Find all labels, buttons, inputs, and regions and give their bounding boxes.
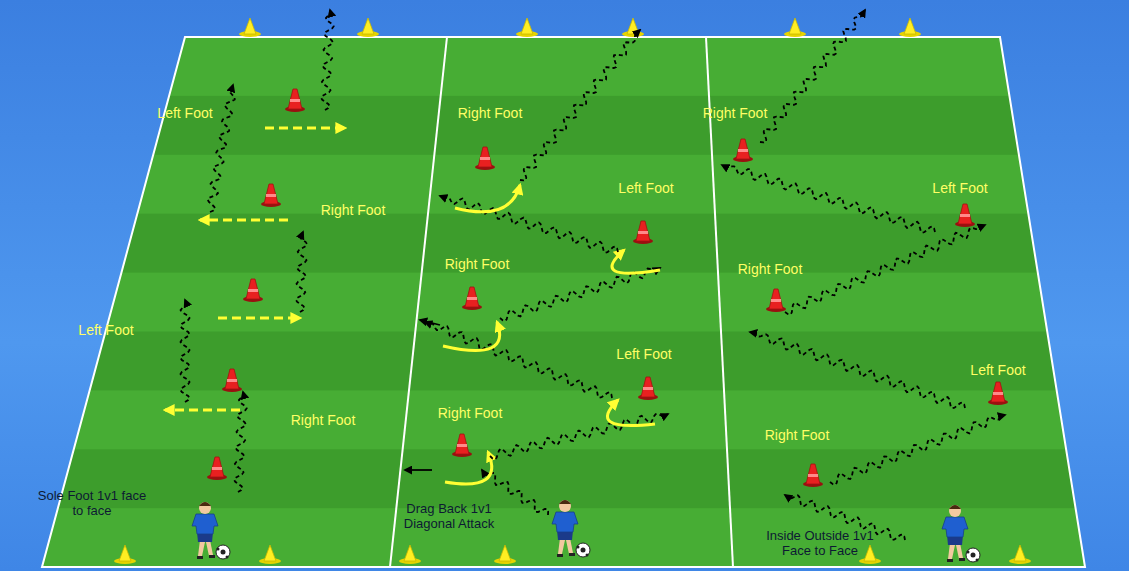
grass-band [0,37,1129,97]
defender-cone [207,457,227,480]
foot-label: Left Foot [970,362,1025,378]
player-figure [942,505,980,562]
foot-label: Right Foot [458,105,523,121]
marker-cone [784,18,806,37]
dragback-arrow [607,400,655,426]
foot-label: Right Foot [291,412,356,428]
grass-band [0,155,1129,215]
dribble-path [181,300,190,402]
defender-cone [243,279,263,302]
defender-cone [803,464,823,487]
ball [966,548,980,562]
marker-cone [357,18,379,37]
defender-cone [261,184,281,207]
dribble-path [440,196,618,253]
field [0,37,1129,568]
dribble-path [500,268,660,321]
dribble-path [482,470,548,515]
defender-cone [733,139,753,162]
foot-label: Right Foot [765,427,830,443]
dribble-path [234,392,247,492]
marker-cone [399,545,421,564]
dribble-path [296,232,307,312]
marker-cone [1009,545,1031,564]
defender-cone [633,221,653,244]
pass-arrow [265,127,345,130]
grass-band [0,96,1129,156]
ball [576,543,590,557]
dribble-path [321,10,334,110]
dribble-path [208,85,235,212]
lane-divider [390,37,447,567]
dribble-path [520,30,640,180]
drill-caption: Sole Foot 1v1 face to face [37,488,147,518]
defender-cone [222,369,242,392]
dribble-path [760,10,865,142]
dribble-path [830,415,1005,485]
marker-cone [516,18,538,37]
defender-cone [638,377,658,400]
grass-band [0,508,1129,568]
dribble-path [750,332,965,408]
foot-label: Right Foot [321,202,386,218]
marker-cone [114,545,136,564]
marker-cone [899,18,921,37]
move-arrow [420,320,440,325]
marker-cone [622,18,644,37]
grass-band [0,332,1129,392]
foot-label: Left Foot [616,346,671,362]
grass-band [0,390,1129,450]
move-arrow [405,469,432,471]
grass-band [0,273,1129,333]
foot-label: Right Foot [438,405,503,421]
foot-label: Right Foot [703,105,768,121]
defender-cone [955,204,975,227]
foot-label: Left Foot [932,180,987,196]
defender-cone [285,89,305,112]
player-figure [192,502,230,559]
marker-cone [859,545,881,564]
marker-cone [259,545,281,564]
drill-caption: Drag Back 1v1 Diagonal Attack [399,501,499,531]
marker-cone [494,545,516,564]
player-figure [552,500,590,557]
foot-label: Right Foot [445,256,510,272]
dragback-arrow [443,322,500,351]
defender-cone [475,147,495,170]
foot-label: Left Foot [78,322,133,338]
dragback-arrow [445,452,492,484]
field-outline [42,37,1085,567]
defender-cone [452,434,472,457]
drill-caption: Inside Outside 1v1 Face to Face [764,528,876,558]
dragback-arrow [612,250,660,273]
pass-arrow [200,219,288,222]
defender-cone [988,382,1008,405]
foot-label: Right Foot [738,261,803,277]
dribble-path [490,414,668,459]
dragback-arrow [455,185,520,212]
grass-band [0,449,1129,509]
pass-arrow [218,317,300,320]
foot-label: Left Foot [618,180,673,196]
foot-label: Left Foot [157,105,212,121]
defender-cone [766,289,786,312]
defender-cone [462,287,482,310]
dribble-path [425,322,612,398]
pass-arrow [165,409,240,412]
dribble-path [722,165,935,233]
dribble-path [785,225,985,315]
marker-cone [239,18,261,37]
ball [216,545,230,559]
